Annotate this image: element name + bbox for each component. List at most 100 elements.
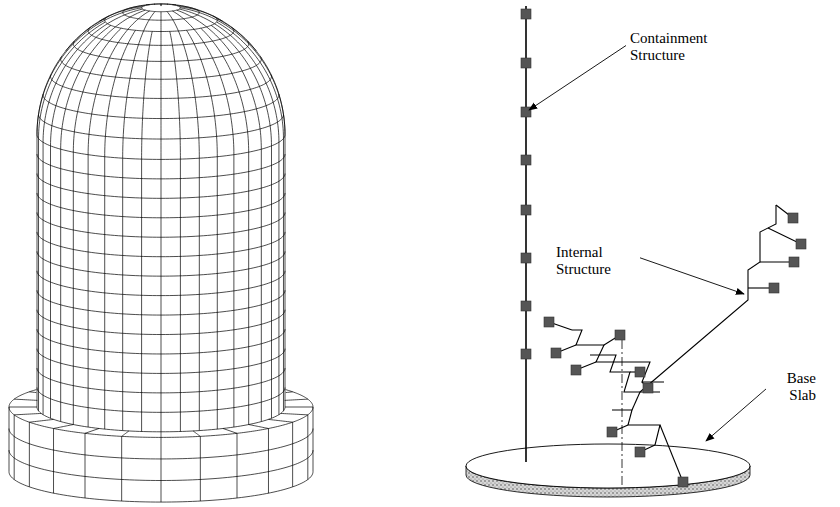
- lumped-mass: [521, 253, 531, 263]
- mesh-line: [180, 159, 181, 431]
- mesh-line: [53, 428, 54, 493]
- lumped-mass: [544, 317, 554, 327]
- stick-line: [632, 392, 640, 410]
- mesh-line: [233, 155, 234, 427]
- mesh-line: [43, 9, 142, 142]
- stick-line: [660, 425, 683, 482]
- mesh-line: [142, 31, 153, 159]
- mesh-line: [123, 12, 155, 159]
- mesh-line: [73, 152, 74, 424]
- mesh-line: [187, 30, 218, 156]
- mesh-line: [37, 135, 38, 407]
- mesh-line: [50, 146, 51, 418]
- lumped-mass: [607, 427, 617, 437]
- lumped-mass: [788, 213, 798, 223]
- mesh-line: [278, 142, 279, 414]
- mesh-line: [285, 407, 313, 408]
- lumped-mass: [796, 239, 806, 249]
- mesh-line: [88, 11, 149, 155]
- mesh-line: [61, 10, 146, 149]
- mesh-line: [170, 31, 181, 159]
- mesh-line: [85, 433, 86, 498]
- mesh-line: [199, 158, 200, 430]
- mesh-line: [29, 419, 53, 422]
- mesh-line: [60, 149, 61, 421]
- lumped-mass: [769, 283, 779, 293]
- mesh-line: [268, 419, 292, 422]
- mesh-line: [307, 415, 308, 480]
- mesh-line: [29, 422, 30, 487]
- mesh-line: [141, 159, 142, 431]
- mesh-line: [179, 7, 222, 22]
- mesh-line: [122, 158, 123, 430]
- mesh-line: [88, 155, 89, 427]
- mesh-line: [285, 135, 286, 407]
- leader-lines: [529, 46, 766, 441]
- stick-line: [612, 410, 660, 445]
- part-label: Base Slab: [770, 370, 816, 405]
- mesh-line: [122, 431, 129, 436]
- mesh-line: [261, 149, 262, 421]
- mesh-line: [14, 415, 15, 480]
- leader-arrow: [706, 389, 766, 441]
- lumped-mass: [521, 107, 531, 117]
- lumped-mass: [521, 58, 531, 68]
- mesh-line: [54, 425, 74, 429]
- lumped-mass: [551, 348, 561, 358]
- mesh-line: [29, 391, 36, 393]
- mesh-line: [283, 138, 284, 410]
- mesh-line: [167, 12, 199, 159]
- mesh-line: [313, 407, 314, 472]
- mesh-line: [179, 9, 278, 142]
- stick-line: [590, 355, 660, 392]
- mesh-line: [105, 30, 136, 156]
- mesh-line: [104, 157, 105, 429]
- mesh-line: [9, 407, 10, 472]
- slab-top: [466, 444, 750, 488]
- mesh-line: [9, 390, 313, 438]
- mesh-line: [193, 431, 200, 436]
- leader-arrow: [529, 46, 626, 110]
- mesh-line: [292, 422, 293, 487]
- mesh-line: [14, 399, 37, 400]
- lumped-mass: [521, 9, 531, 19]
- mesh-line: [271, 146, 272, 418]
- mesh-line: [217, 18, 257, 50]
- lumped-mass: [521, 205, 531, 215]
- part-label: Containment Structure: [630, 30, 730, 65]
- containment-stick: [525, 6, 527, 462]
- mesh-line: [237, 433, 238, 498]
- containment-mesh: [9, 4, 313, 502]
- leader-arrow: [640, 258, 744, 294]
- mesh-line: [200, 436, 201, 501]
- mesh-line: [121, 436, 122, 501]
- lumped-mass: [521, 301, 531, 311]
- mesh-line: [281, 413, 308, 414]
- mesh-line: [161, 12, 162, 160]
- mesh-line: [268, 428, 269, 493]
- mesh-line: [211, 25, 271, 146]
- mesh-line: [161, 437, 162, 502]
- mesh-line: [51, 25, 111, 146]
- mesh-line: [38, 138, 39, 410]
- lumped-mass: [678, 477, 688, 487]
- mesh-line: [249, 425, 269, 429]
- mesh-line: [286, 391, 293, 393]
- mesh-line: [172, 11, 233, 155]
- base-slab-drawing: [466, 444, 750, 497]
- mesh-line: [248, 152, 249, 424]
- mesh-line: [161, 432, 162, 438]
- stick-line: [572, 330, 664, 382]
- stick-model: [521, 6, 806, 487]
- lumped-mass: [635, 367, 645, 377]
- mesh-line: [85, 428, 99, 433]
- part-label: Internal Structure: [556, 244, 636, 279]
- mesh-line: [217, 157, 218, 429]
- lumped-mass: [521, 155, 531, 165]
- lumped-mass: [643, 383, 653, 393]
- lumped-mass: [615, 330, 625, 340]
- mesh-line: [223, 428, 237, 433]
- lumped-mass: [521, 349, 531, 359]
